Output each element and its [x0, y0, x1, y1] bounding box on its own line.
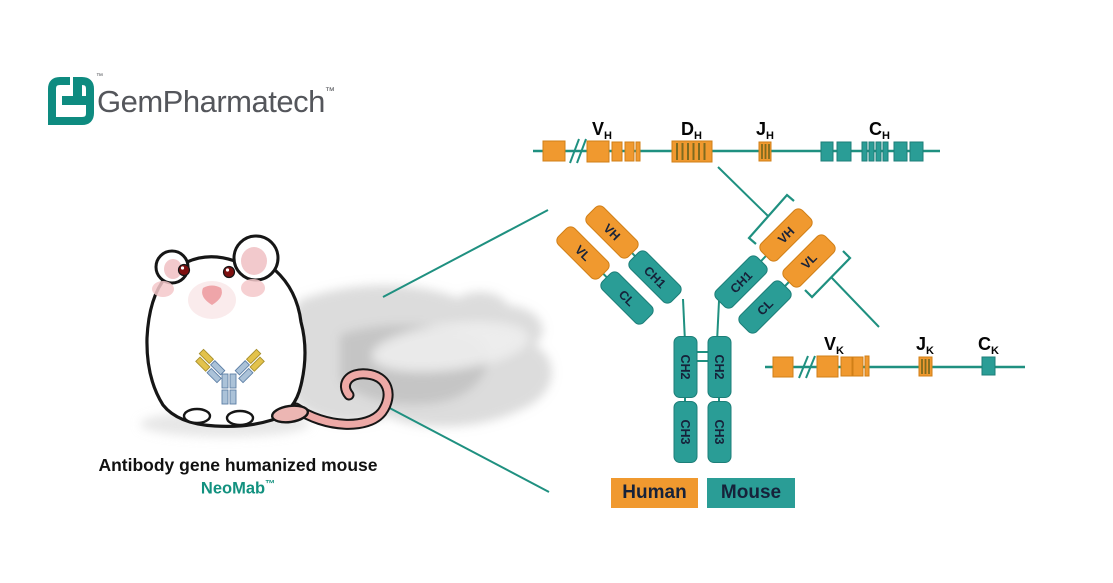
- mouse-tail: [290, 368, 394, 430]
- locus-break: [569, 138, 580, 164]
- gene-segment: [635, 141, 641, 162]
- gene-segment: [864, 355, 870, 377]
- callout-line-bottom: [381, 403, 550, 493]
- gene-segment: [816, 355, 839, 378]
- gene-segment-dh: [671, 140, 713, 163]
- domain-ch2-left: CH2: [673, 336, 698, 398]
- gene-segment: [840, 356, 853, 377]
- mouse-paw-right: [225, 409, 255, 427]
- gene-segment-ch-cluster: [820, 141, 924, 162]
- legend-mouse: Mouse: [707, 478, 795, 508]
- domain-box: [759, 208, 813, 262]
- mouse-ear-right: [232, 234, 280, 282]
- locus-break: [798, 355, 809, 379]
- belly-antibody: [195, 348, 265, 405]
- domain-cl-right: CL: [738, 280, 792, 334]
- domain-box: [556, 226, 610, 280]
- domain-vl-left: VL: [556, 226, 610, 280]
- gene-segment-jk: [918, 356, 933, 377]
- domain-box: [714, 255, 768, 309]
- belly-antibody-left-arm: [195, 348, 226, 384]
- domain-label: CH2: [712, 354, 726, 379]
- domain-label: CH3: [712, 419, 726, 444]
- gene-segment: [586, 140, 610, 163]
- mouse-blush-right: [241, 279, 265, 297]
- locus-label-vh: VH: [592, 119, 612, 142]
- kappa-chain-locus: VK JK CK: [765, 334, 1025, 379]
- domain-box: [673, 401, 698, 463]
- locus-label-ck: CK: [978, 334, 999, 357]
- antibody-diagram: VH VL CH1 CL VH VL CH1 CL: [556, 205, 836, 463]
- gene-segment: [611, 141, 623, 162]
- domain-vh-left: VH: [585, 205, 639, 259]
- domain-ch3-left: CH3: [673, 401, 698, 463]
- locus-break: [805, 355, 816, 379]
- locus-label-dh: DH: [681, 119, 702, 142]
- logo-g-stub: [73, 77, 82, 104]
- caption: Antibody gene humanized mouse NeoMab™: [48, 455, 428, 499]
- belly-antibody-stem: [221, 373, 237, 405]
- domain-box: [585, 205, 639, 259]
- vh-bracket: [747, 193, 795, 245]
- domain-label: CH2: [678, 354, 692, 379]
- domain-ch2-right: CH2: [707, 336, 732, 398]
- vh-bracket-connector: [717, 166, 769, 217]
- gene-segment: [542, 140, 566, 162]
- gene-segment-ck: [981, 356, 996, 376]
- locus-break: [576, 138, 587, 164]
- domain-box: [600, 271, 654, 325]
- logo-tm: ™: [324, 86, 335, 97]
- legend-human: Human: [611, 478, 698, 508]
- domain-box: [738, 280, 792, 334]
- logo-mark: ™: [48, 73, 103, 125]
- locus-to-domain-links: [717, 166, 880, 328]
- domain-cl-left: CL: [600, 271, 654, 325]
- vl-bracket-connector: [830, 276, 880, 328]
- domain-box: [707, 336, 732, 398]
- logo-g-bar: [62, 96, 90, 105]
- domain-vl-right: VL: [782, 234, 836, 288]
- gene-segment: [852, 356, 864, 377]
- locus-label-jh: JH: [756, 119, 774, 142]
- caption-product: NeoMab™: [200, 479, 276, 498]
- mouse-blush-left: [152, 281, 174, 297]
- domain-label: CH3: [678, 419, 692, 444]
- caption-title: Antibody gene humanized mouse: [98, 455, 378, 475]
- domain-vh-right: VH: [759, 208, 813, 262]
- domain-box: [707, 401, 732, 463]
- mouse-hind-foot: [270, 404, 310, 424]
- mouse-nose: [202, 285, 222, 305]
- locus-label-jk: JK: [916, 334, 934, 357]
- gene-segment-jh: [758, 141, 772, 162]
- gene-segment: [772, 356, 794, 378]
- logo-g-ring: [48, 77, 94, 125]
- domain-box: [628, 250, 682, 304]
- mouse-illustration: [145, 234, 394, 430]
- mouse-eye-left: [177, 263, 191, 277]
- mouse-paw-left: [182, 407, 212, 425]
- domain-ch3-right: CH3: [707, 401, 732, 463]
- logo-mark-tm: ™: [96, 73, 103, 80]
- locus-label-ch: CH: [869, 119, 890, 142]
- gene-segment: [624, 141, 635, 162]
- domain-box: [782, 234, 836, 288]
- logo-brand: GemPharmatech: [97, 84, 325, 119]
- mouse-eye-right: [222, 265, 236, 279]
- domain-box: [673, 336, 698, 398]
- heavy-chain-locus: VH DH JH CH: [533, 119, 940, 164]
- belly-antibody-right-arm: [234, 348, 265, 384]
- locus-label-vk: VK: [824, 334, 844, 357]
- callout-line-top: [382, 209, 549, 298]
- logo: GemPharmatech™: [97, 84, 335, 120]
